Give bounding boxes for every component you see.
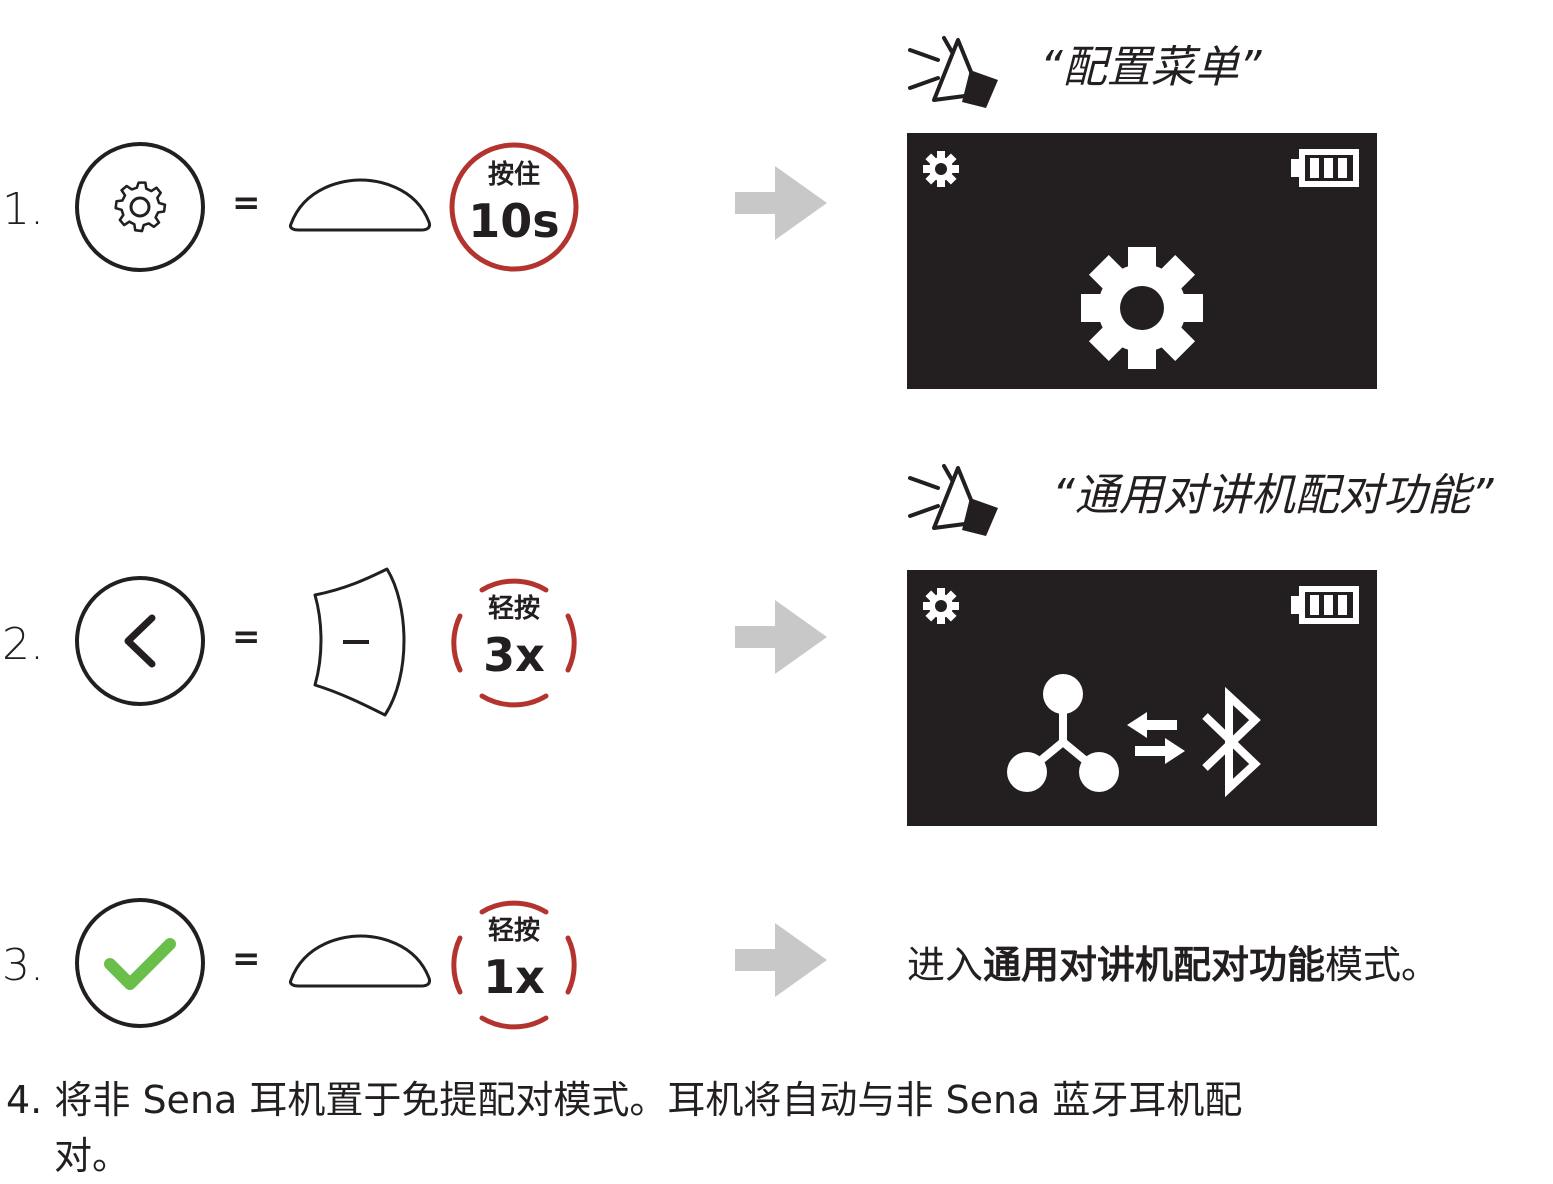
universal-intercom-icon [1007,674,1119,792]
step-3-tap-badge-ring [451,900,577,1030]
step-4-text: 4. 将非 Sena 耳机置于免提配对模式。耳机将自动与非 Sena 蓝牙耳机配… [6,1072,1546,1184]
step-1-equals: = [232,183,261,223]
step-3-badge-value: 1x [483,950,545,1004]
step-3-arrow-icon [735,923,827,997]
gear-icon [1081,247,1203,369]
step-1-hold-badge-ring [449,142,579,272]
step-1-arrow-icon [735,166,827,240]
step-3-result-bold: 通用对讲机配对功能 [983,943,1326,987]
step-2-voice-prompt: “通用对讲机配对功能” [1052,470,1494,521]
step-4-line-1: 4. 将非 Sena 耳机置于免提配对模式。耳机将自动与非 Sena 蓝牙耳机配 [6,1072,1546,1128]
step-1-device-screen [907,133,1377,389]
step-4-number: 4. [6,1078,43,1122]
checkmark-icon [104,938,176,990]
step-3-center-button-icon [289,934,431,988]
step-1-settings-button[interactable] [70,142,210,272]
step-3-number: 3. [2,940,44,991]
step-1-voice-prompt: “配置菜单” [1040,42,1262,93]
step-3-confirm-button[interactable] [70,898,210,1028]
step-3-equals: = [232,939,261,979]
step-2-badge-value: 3x [483,628,545,682]
step-2-back-button[interactable] [70,576,210,706]
chevron-left-icon [124,614,156,668]
step-1-number: 1. [2,184,44,235]
step-3-result-pre: 进入 [907,943,984,987]
step-1-badge-value: 10s [468,194,560,248]
step-3-result-post: 模式。 [1325,943,1440,987]
step-2-badge-action: 轻按 [487,594,540,624]
step-4-line-2: 对。 [6,1128,1546,1184]
step-2-minus-button-icon [313,567,406,717]
small-gear-icon [923,151,959,187]
battery-icon [1291,586,1359,624]
small-gear-icon [923,588,959,624]
step-1-badge-action: 按住 [487,160,540,190]
step-1-center-button-icon [289,178,431,232]
battery-icon [1291,149,1359,187]
step-2-tap-badge-ring [451,578,577,708]
gear-icon [114,181,167,233]
step-2-arrow-icon [735,600,827,674]
step-2-speaker-icon [908,464,998,536]
step-4-line-1-text: 将非 Sena 耳机置于免提配对模式。耳机将自动与非 Sena 蓝牙耳机配 [54,1078,1243,1122]
step-2-equals: = [232,617,261,657]
step-2-device-screen [907,570,1377,826]
step-2-number: 2. [2,619,44,670]
step-4-line-2-text: 对。 [54,1134,131,1178]
step-3-result-text: 进入通用对讲机配对功能模式。 [907,946,1439,984]
step-1-speaker-icon [908,36,998,108]
bluetooth-icon [1202,686,1261,798]
swap-arrows-icon [1127,712,1185,764]
step-3-badge-action: 轻按 [487,916,540,946]
